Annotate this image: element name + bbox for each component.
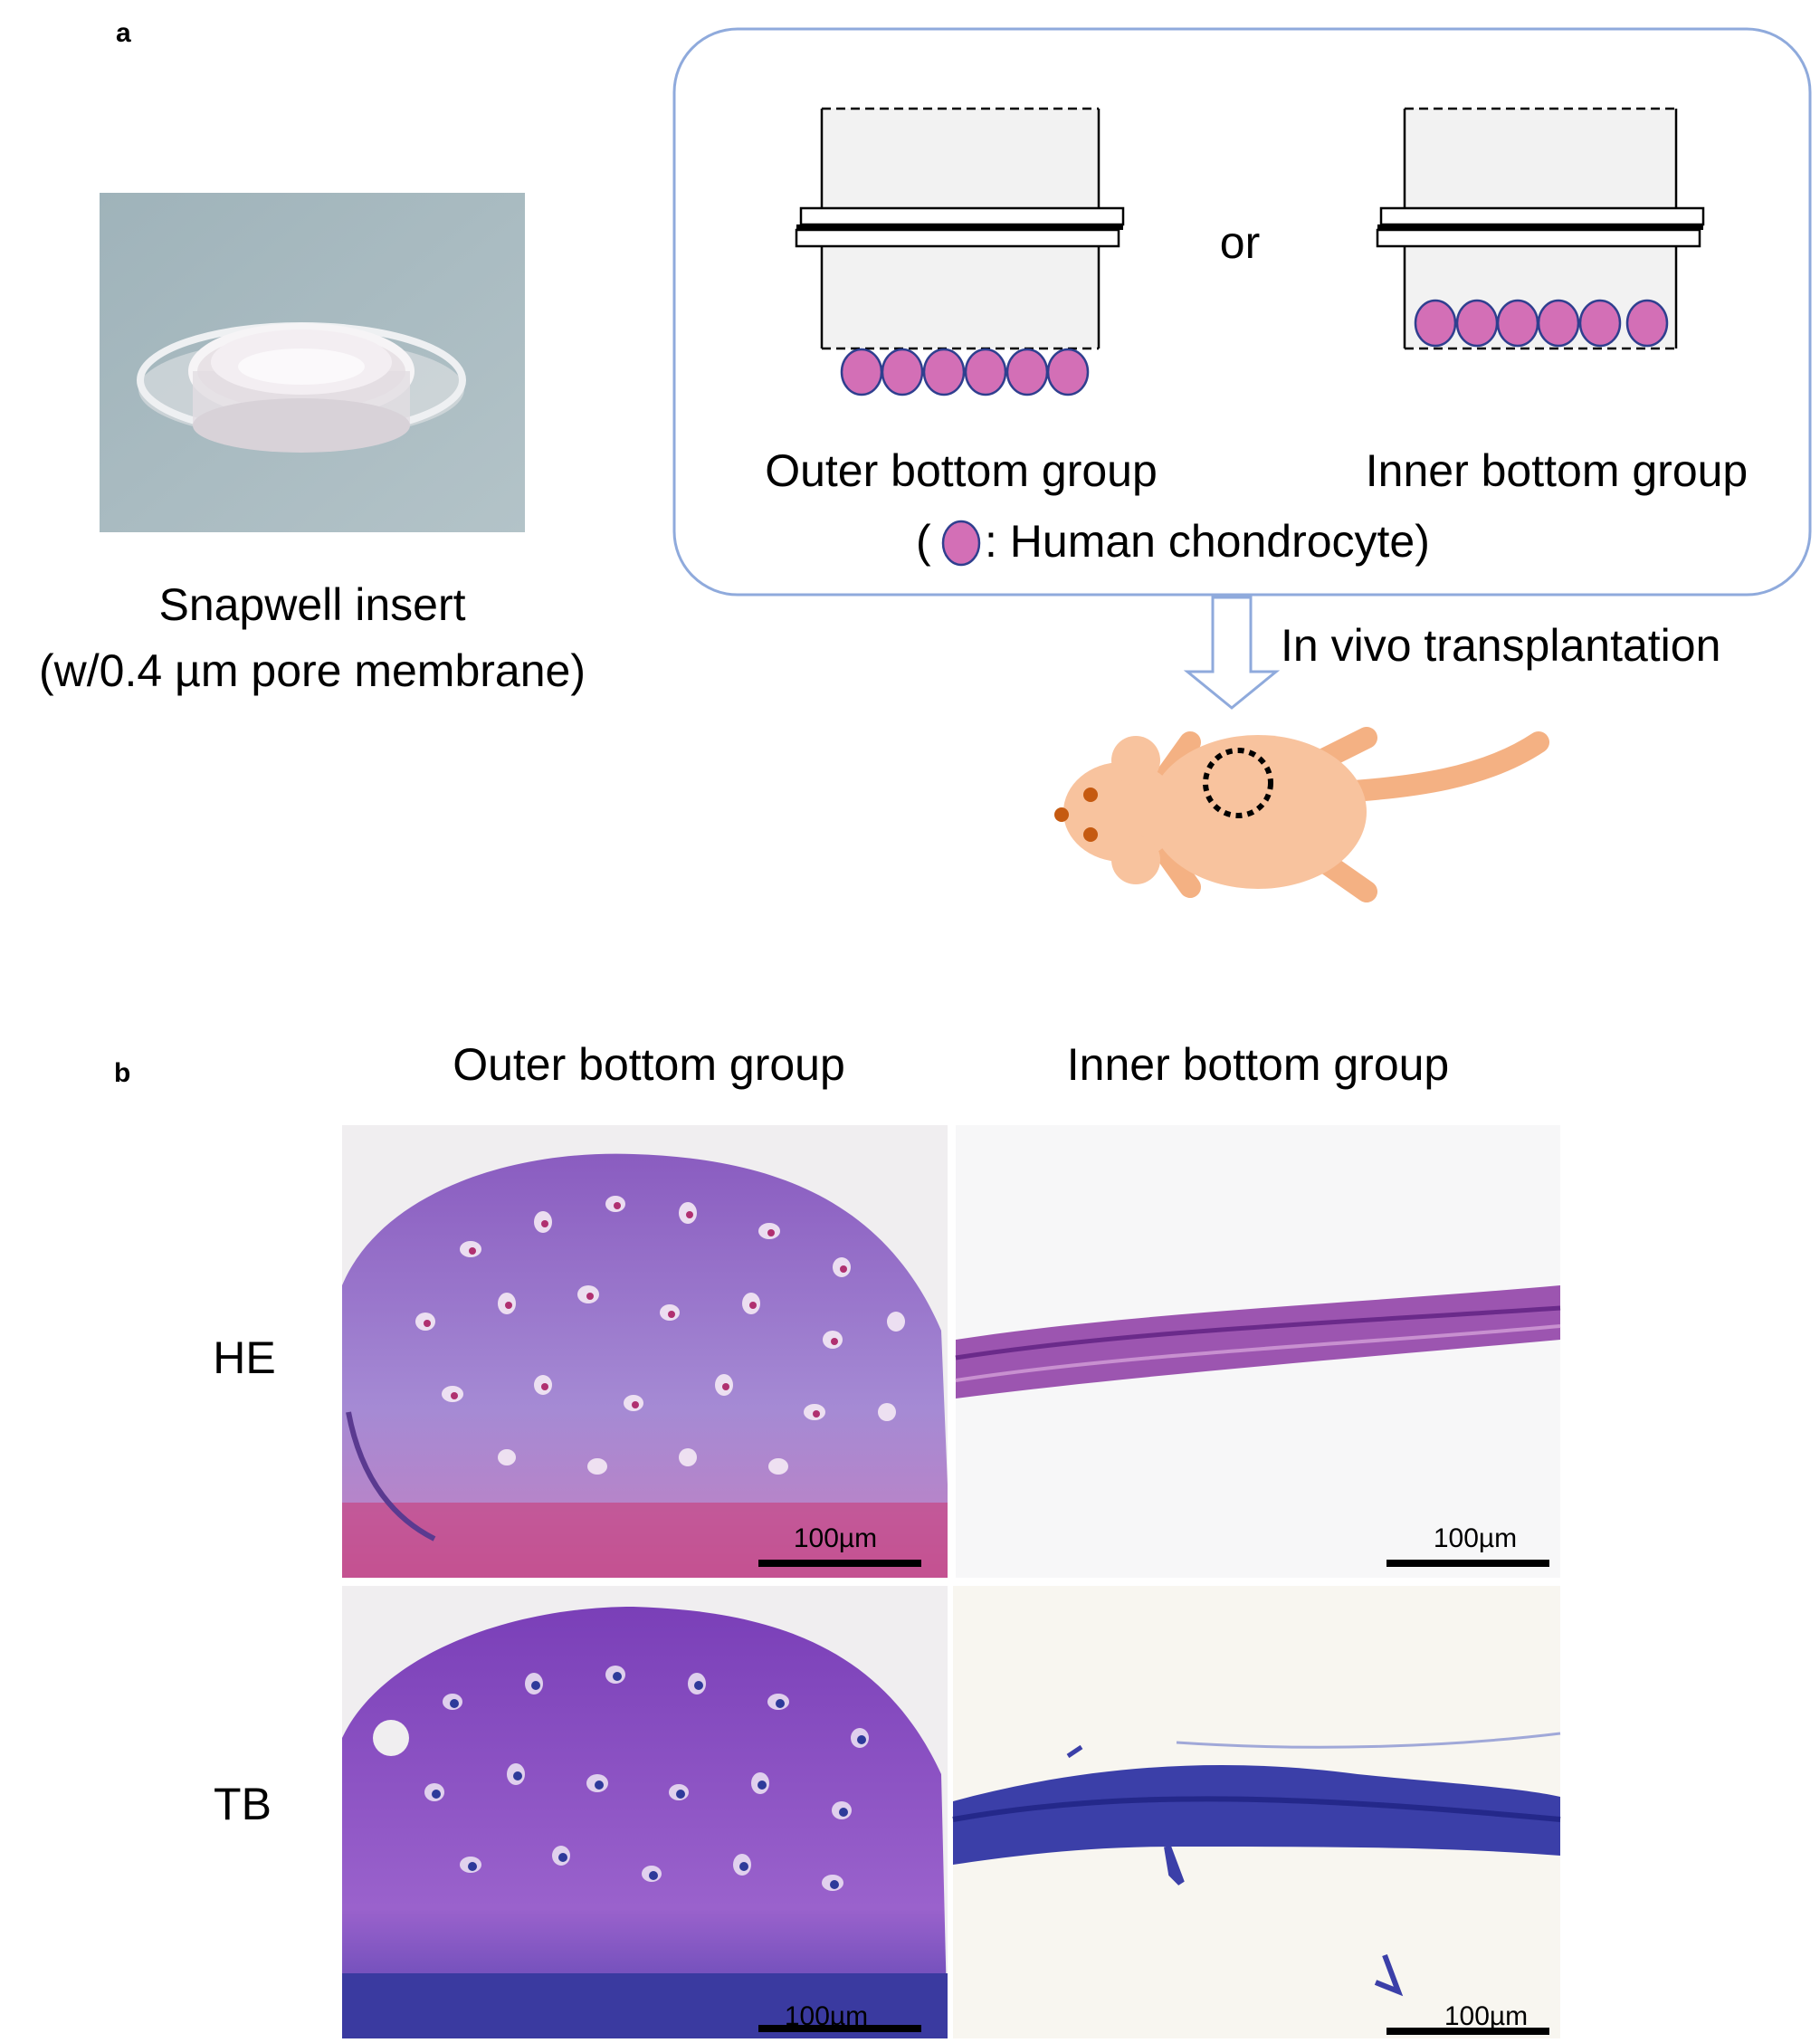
transplant-arrow	[1183, 596, 1281, 710]
scale-bar-label: 100µm	[1444, 2001, 1528, 2031]
legend-open-paren: (	[916, 516, 931, 567]
col-inner-label: Inner bottom group	[1067, 1039, 1450, 1090]
inner-chondrocytes	[1414, 299, 1669, 348]
outer-insert-schematic	[795, 107, 1125, 350]
transplant-label: In vivo transplantation	[1281, 620, 1720, 671]
tb-outer-scale-bar: 100µm	[758, 2001, 921, 2032]
col-outer-label: Outer bottom group	[453, 1039, 845, 1090]
or-text: or	[1220, 217, 1260, 268]
legend-chondrocyte-icon	[941, 520, 981, 567]
mouse-illustration	[1054, 727, 1549, 902]
outer-chondrocytes	[840, 348, 1090, 396]
row-he-label: HE	[213, 1332, 275, 1383]
he-outer-micrograph	[342, 1125, 948, 1578]
tb-inner-scale-bar: 100µm	[1386, 2001, 1549, 2035]
implant-site-marker	[1203, 748, 1273, 818]
inner-group-label: Inner bottom group	[1366, 445, 1749, 496]
photo-caption-line2: (w/0.4 µm pore membrane)	[39, 645, 586, 696]
tb-inner-micrograph	[952, 1586, 1561, 2038]
he-inner-micrograph	[955, 1125, 1561, 1578]
legend-text: : Human chondrocyte)	[985, 516, 1430, 567]
snapwell-photo	[100, 193, 525, 532]
scale-bar-label: 100µm	[1434, 1523, 1517, 1553]
panel-a-label: a	[116, 18, 131, 48]
outer-group-label: Outer bottom group	[765, 445, 1158, 496]
he-inner-scale-bar: 100µm	[1386, 1523, 1549, 1567]
panel-b-label: b	[114, 1058, 130, 1088]
tb-outer-micrograph	[342, 1586, 948, 2038]
row-tb-label: TB	[214, 1779, 272, 1829]
he-outer-scale-bar: 100µm	[758, 1523, 921, 1567]
photo-caption-line1: Snapwell insert	[158, 579, 465, 630]
scale-bar-label: 100µm	[794, 1523, 877, 1553]
